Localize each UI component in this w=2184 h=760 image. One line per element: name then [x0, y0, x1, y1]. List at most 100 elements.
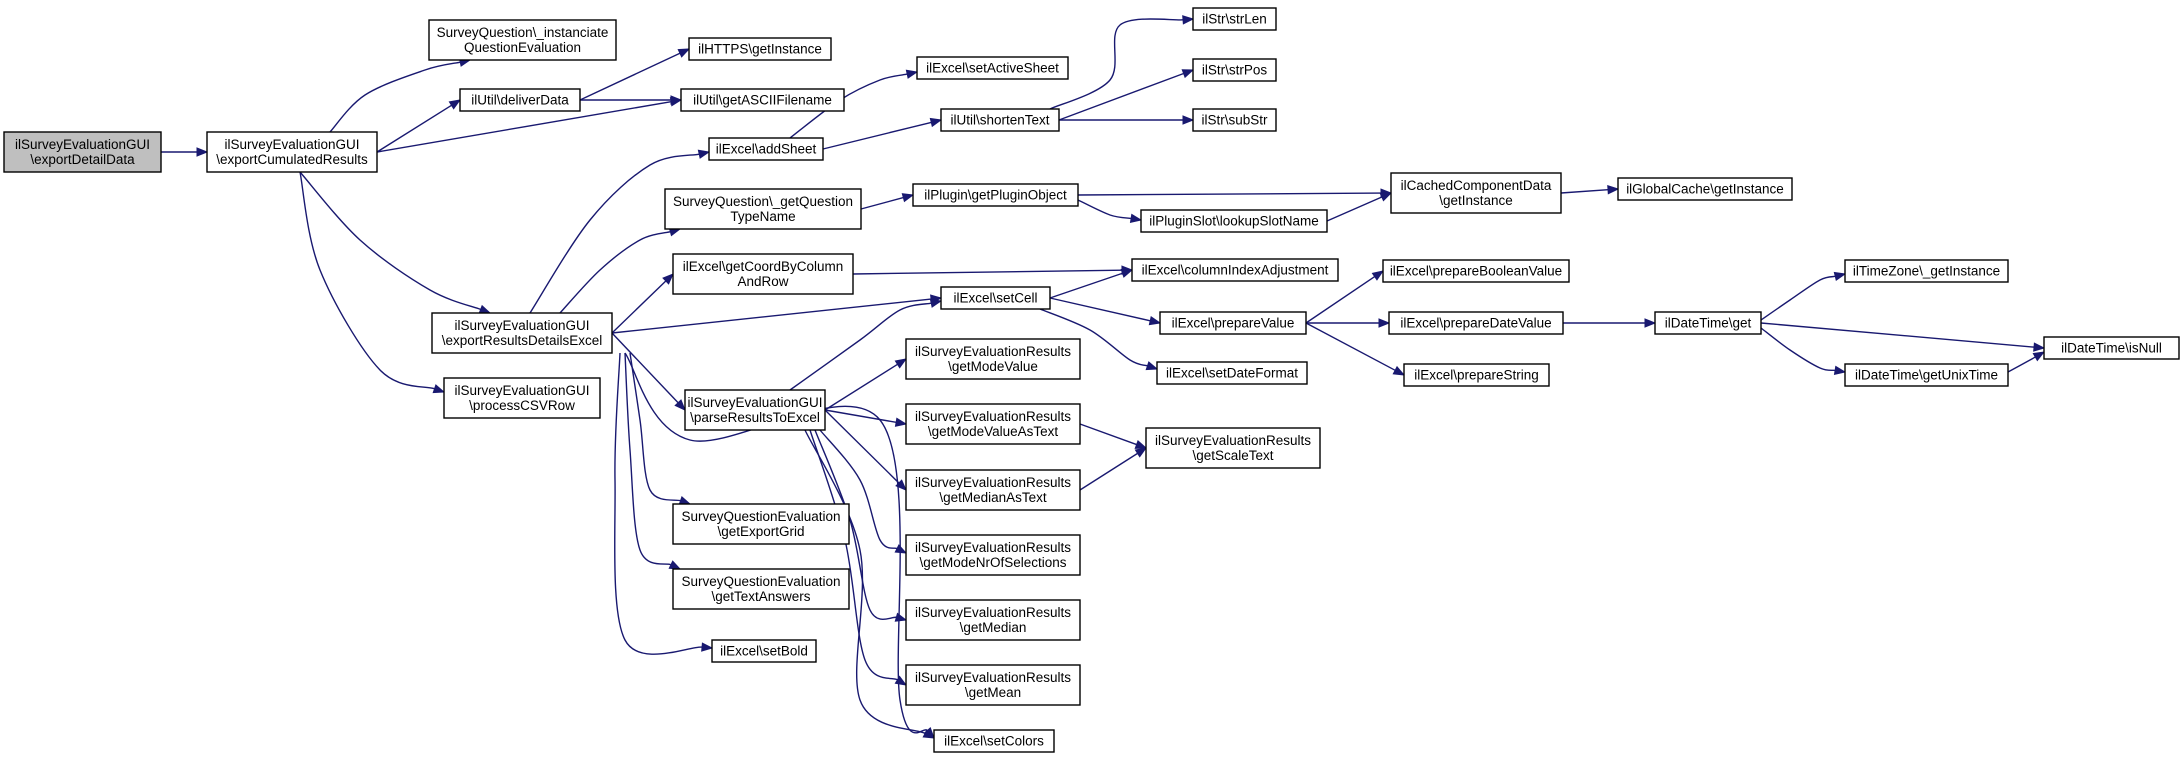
node-modeValue[interactable]: ilSurveyEvaluationResults\getModeValue	[905, 338, 1081, 380]
node-label-line: ilExcel\columnIndexAdjustment	[1142, 263, 1329, 278]
node-label-line: \processCSVRow	[469, 398, 575, 413]
node-label-line: \getInstance	[1439, 193, 1513, 208]
edge-cumulated-to-deliverData	[376, 99, 462, 153]
edge-arrowhead	[1378, 318, 1391, 328]
node-median[interactable]: ilSurveyEvaluationResults\getMedian	[905, 599, 1081, 641]
node-box	[905, 338, 1081, 380]
node-label-line: ilStr\strPos	[1202, 63, 1268, 78]
node-textAnswers[interactable]: SurveyQuestionEvaluation\getTextAnswers	[672, 568, 850, 610]
node-asciiFilename[interactable]: ilUtil\getASCIIFilename	[680, 88, 845, 112]
edge-parseResults-to-setCell	[789, 298, 943, 391]
node-label-line: SurveyQuestion\_instanciate	[437, 25, 609, 40]
edges-layer	[161, 15, 2046, 740]
edge-arrowhead	[894, 544, 908, 554]
edge-addSheet-to-setActiveSheet	[789, 69, 919, 139]
node-isNull[interactable]: ilDateTime\isNull	[2043, 336, 2180, 360]
edge-prepareValue-to-prepareString	[1305, 322, 1406, 376]
node-box	[1192, 7, 1277, 31]
node-box	[708, 137, 824, 161]
node-setColors[interactable]: ilExcel\setColors	[933, 729, 1055, 753]
node-box	[912, 183, 1079, 207]
node-shortenText[interactable]: ilUtil\shortenText	[940, 108, 1060, 132]
node-box	[672, 503, 850, 545]
edge-line	[2007, 356, 2036, 373]
node-setDateFormat[interactable]: ilExcel\setDateFormat	[1156, 361, 1308, 385]
node-label-line: ilExcel\setColors	[944, 734, 1044, 749]
node-prepareValue[interactable]: ilExcel\prepareValue	[1159, 311, 1307, 335]
edge-arrowhead	[701, 642, 714, 652]
node-instanciate[interactable]: SurveyQuestion\_instanciateQuestionEvalu…	[428, 19, 617, 61]
node-strLen[interactable]: ilStr\strLen	[1192, 7, 1277, 31]
node-label-line: ilUtil\deliverData	[471, 93, 569, 108]
node-globalCache[interactable]: ilGlobalCache\getInstance	[1617, 177, 1793, 201]
node-subStr[interactable]: ilStr\subStr	[1192, 108, 1277, 132]
edge-arrowhead	[670, 95, 683, 105]
node-label-line: \getTextAnswers	[711, 589, 810, 604]
node-label-line: ilGlobalCache\getInstance	[1626, 182, 1784, 197]
node-timeZone[interactable]: ilTimeZone\_getInstance	[1844, 259, 2009, 283]
edge-parseResults-to-modeNr	[819, 429, 908, 554]
edge-arrowhead	[929, 298, 943, 308]
edge-setCell-to-setDateFormat	[1039, 308, 1159, 371]
edge-line	[789, 302, 932, 391]
node-box	[206, 131, 378, 173]
node-label-line: QuestionEvaluation	[464, 40, 581, 55]
edge-pluginObject-to-cachedComponent	[1077, 188, 1393, 198]
edge-line	[819, 429, 898, 550]
node-pluginObject[interactable]: ilPlugin\getPluginObject	[912, 183, 1079, 207]
node-setCell[interactable]: ilExcel\setCell	[940, 286, 1051, 310]
node-processCSV[interactable]: ilSurveyEvaluationGUI\processCSVRow	[443, 377, 601, 419]
node-cumulated[interactable]: ilSurveyEvaluationGUI\exportCumulatedRes…	[206, 131, 378, 173]
edge-arrowhead	[448, 99, 462, 110]
node-deliverData[interactable]: ilUtil\deliverData	[459, 88, 581, 112]
node-box	[1145, 427, 1321, 469]
edge-line	[1305, 276, 1376, 324]
edge-arrowhead	[901, 193, 915, 203]
node-box	[905, 534, 1081, 576]
node-label-line: ilSurveyEvaluationGUI	[15, 137, 150, 152]
node-box	[905, 403, 1081, 445]
node-addSheet[interactable]: ilExcel\addSheet	[708, 137, 824, 161]
node-label-line: SurveyQuestionEvaluation	[681, 574, 840, 589]
edge-arrowhead	[1182, 15, 1195, 25]
node-scaleText[interactable]: ilSurveyEvaluationResults\getScaleText	[1145, 427, 1321, 469]
node-mean[interactable]: ilSurveyEvaluationResults\getMean	[905, 664, 1081, 706]
node-label-line: ilSurveyEvaluationResults	[1155, 433, 1311, 448]
node-label-line: ilCachedComponentData	[1401, 178, 1552, 193]
node-modeValueText[interactable]: ilSurveyEvaluationResults\getModeValueAs…	[905, 403, 1081, 445]
edge-detailsExcel-to-addSheet	[529, 149, 711, 314]
node-label-line: ilStr\subStr	[1201, 113, 1268, 128]
edge-line	[559, 230, 671, 314]
node-unixTime[interactable]: ilDateTime\getUnixTime	[1844, 363, 2009, 387]
edge-shortenText-to-subStr	[1059, 115, 1195, 125]
edge-arrowhead	[2032, 351, 2046, 362]
node-parseResults[interactable]: ilSurveyEvaluationGUI\parseResultsToExce…	[684, 389, 826, 431]
node-modeNr[interactable]: ilSurveyEvaluationResults\getModeNrOfSel…	[905, 534, 1081, 576]
node-prepareBoolean[interactable]: ilExcel\prepareBooleanValue	[1382, 259, 1570, 283]
node-dateTimeGet[interactable]: ilDateTime\get	[1654, 311, 1762, 335]
node-detailsExcel[interactable]: ilSurveyEvaluationGUI\exportResultsDetai…	[431, 312, 613, 354]
node-setActiveSheet[interactable]: ilExcel\setActiveSheet	[916, 56, 1069, 80]
node-root[interactable]: ilSurveyEvaluationGUI\exportDetailData	[3, 131, 162, 173]
node-label-line: \getModeValueAsText	[928, 424, 1059, 439]
edge-setCell-to-columnIndex	[1049, 268, 1134, 299]
node-label-line: ilSurveyEvaluationResults	[915, 540, 1071, 555]
edge-line	[624, 352, 672, 566]
edge-shortenText-to-strLen	[1049, 15, 1195, 110]
node-lookupSlot[interactable]: ilPluginSlot\lookupSlotName	[1140, 209, 1328, 233]
node-label-line: ilDateTime\get	[1665, 316, 1752, 331]
edge-arrowhead	[1148, 316, 1162, 326]
node-httpsGetInstance[interactable]: ilHTTPS\getInstance	[688, 37, 832, 61]
node-exportGrid[interactable]: SurveyQuestionEvaluation\getExportGrid	[672, 503, 850, 545]
node-setBold[interactable]: ilExcel\setBold	[711, 639, 817, 663]
node-prepareDate[interactable]: ilExcel\prepareDateValue	[1388, 311, 1564, 335]
node-prepareString[interactable]: ilExcel\prepareString	[1403, 363, 1550, 387]
node-label-line: ilExcel\setActiveSheet	[926, 61, 1059, 76]
node-columnIndex[interactable]: ilExcel\columnIndexAdjustment	[1131, 258, 1339, 282]
node-strPos[interactable]: ilStr\strPos	[1192, 58, 1277, 82]
node-label-line: ilExcel\prepareDateValue	[1400, 316, 1551, 331]
node-cachedComponent[interactable]: ilCachedComponentData\getInstance	[1390, 172, 1562, 214]
node-medianText[interactable]: ilSurveyEvaluationResults\getMedianAsTex…	[905, 469, 1081, 511]
